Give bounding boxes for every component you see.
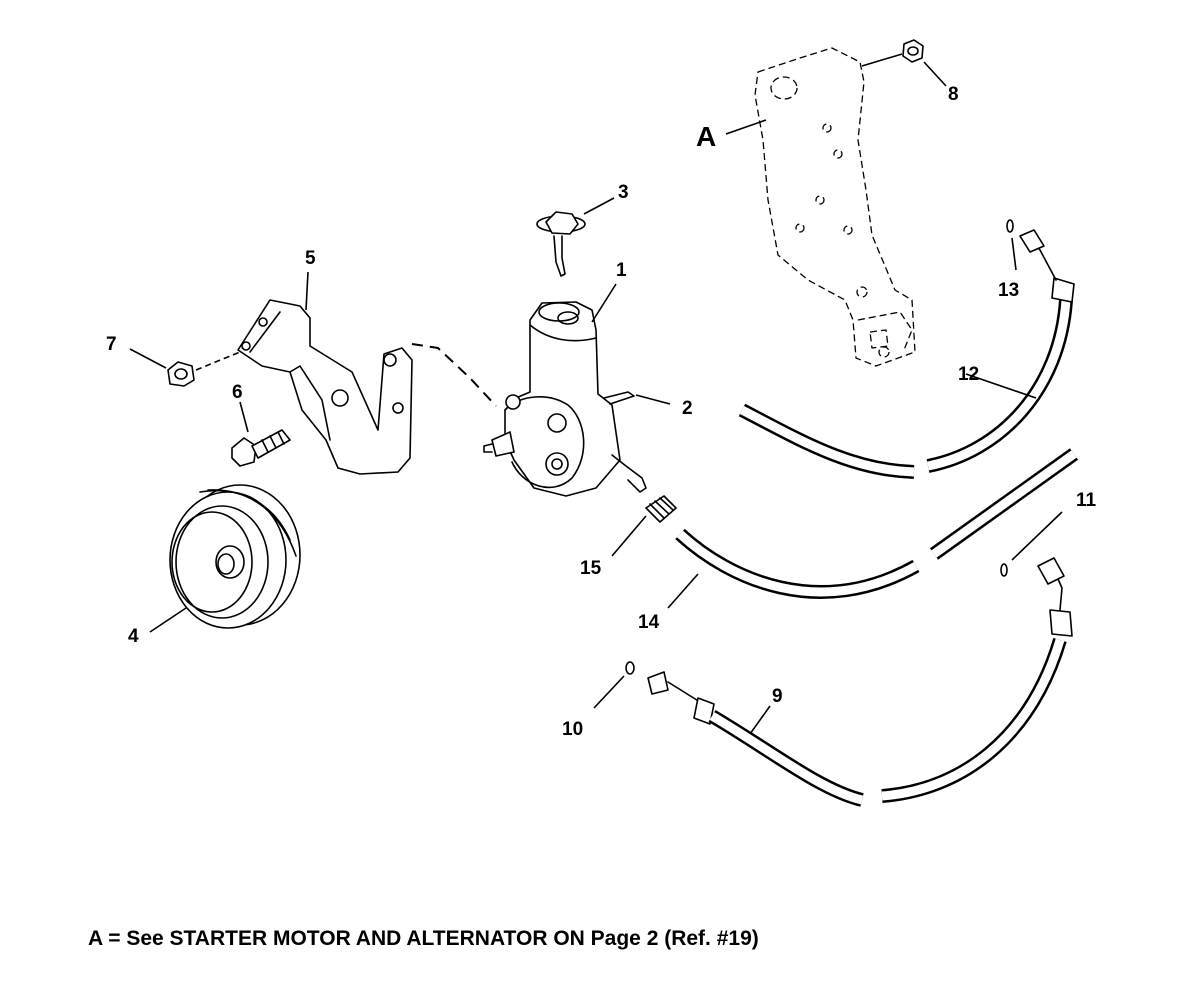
pulley-4 bbox=[169, 484, 301, 629]
o-ring-11 bbox=[1000, 563, 1008, 577]
bolt-6 bbox=[231, 429, 291, 467]
callout-2: 2 bbox=[682, 398, 693, 419]
callout-12: 12 bbox=[958, 364, 979, 385]
hose-12 bbox=[738, 229, 1075, 479]
reference-bracket-a bbox=[754, 47, 916, 367]
callout-14: 14 bbox=[638, 612, 660, 633]
callout-11: 11 bbox=[1076, 490, 1097, 511]
o-ring-13 bbox=[1006, 219, 1014, 233]
nut-8 bbox=[902, 39, 924, 63]
callout-6: 6 bbox=[232, 382, 243, 403]
mounting-bracket-5 bbox=[237, 299, 413, 475]
callout-8: 8 bbox=[948, 84, 959, 105]
o-ring-10 bbox=[625, 661, 635, 675]
reservoir-cap-3 bbox=[536, 211, 586, 277]
callout-3: 3 bbox=[618, 182, 629, 203]
power-steering-pump-1 bbox=[483, 301, 647, 497]
callout-13: 13 bbox=[998, 280, 1019, 301]
hose-9 bbox=[647, 557, 1073, 807]
callout-4: 4 bbox=[128, 626, 139, 647]
nut-7 bbox=[167, 361, 195, 387]
footnote: A = See STARTER MOTOR AND ALTERNATOR ON … bbox=[88, 927, 759, 950]
callout-1: 1 bbox=[616, 260, 627, 281]
hose-14 bbox=[675, 448, 1079, 599]
fitting-15 bbox=[645, 495, 677, 523]
callout-10: 10 bbox=[562, 719, 583, 740]
callout-9: 9 bbox=[772, 686, 783, 707]
callout-7: 7 bbox=[106, 334, 117, 355]
callout-15: 15 bbox=[580, 558, 602, 579]
callout-5: 5 bbox=[305, 248, 316, 269]
callout-a: A bbox=[696, 121, 716, 152]
